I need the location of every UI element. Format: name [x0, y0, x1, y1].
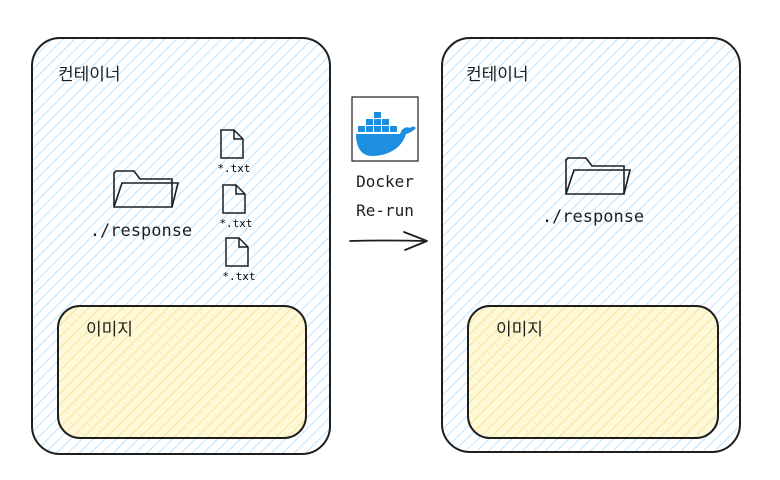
file-label: *.txt: [222, 270, 255, 283]
file-icon: [225, 237, 249, 267]
rerun-label: Re-run: [356, 201, 414, 220]
right-container: 컨테이너 ./response 이미지: [441, 37, 741, 453]
folder-icon: [113, 170, 180, 208]
docker-whale-icon: [351, 96, 419, 162]
transition: Docker Re-run: [349, 96, 428, 251]
left-image-box: 이미지: [57, 305, 307, 439]
file-icon: [222, 184, 246, 214]
left-folder-label: ./response: [90, 221, 192, 241]
right-container-title: 컨테이너: [466, 65, 529, 85]
docker-label: Docker: [356, 172, 414, 191]
right-folder-label: ./response: [542, 207, 644, 227]
right-image-title: 이미지: [496, 320, 543, 340]
right-image-box: 이미지: [467, 305, 719, 439]
left-container: 컨테이너 ./response *.txt *.txt *.txt 이미지: [31, 37, 331, 455]
folder-icon: [565, 157, 632, 195]
arrow-right-icon: [349, 231, 428, 251]
file-label: *.txt: [219, 217, 252, 230]
left-image-title: 이미지: [86, 320, 133, 340]
file-icon: [220, 129, 244, 159]
left-container-title: 컨테이너: [58, 65, 121, 85]
file-label: *.txt: [217, 162, 250, 175]
